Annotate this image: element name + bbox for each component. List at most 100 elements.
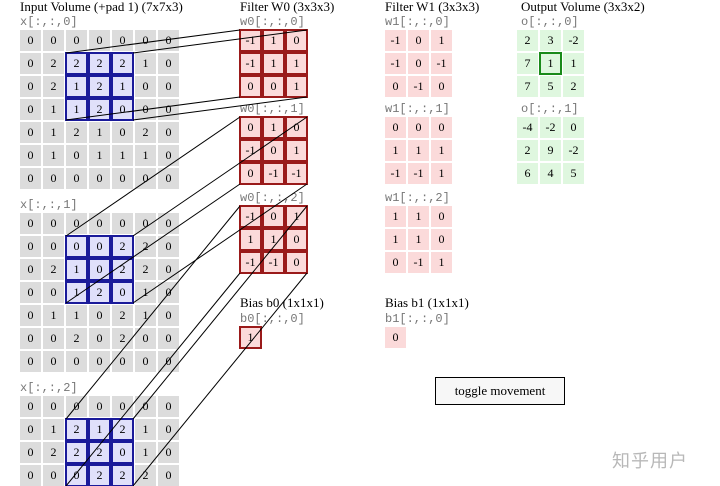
input-cell: 1 (135, 145, 156, 166)
input-cell: 0 (112, 442, 133, 463)
input-cell: 0 (158, 122, 179, 143)
w0-cell: 1 (263, 117, 284, 138)
input-cell: 0 (20, 419, 41, 440)
output-cell: 5 (563, 163, 584, 184)
w1-cell: 1 (431, 30, 452, 51)
w0-cell: 0 (263, 140, 284, 161)
output-cell: 0 (563, 117, 584, 138)
w1-cell: -1 (408, 252, 429, 273)
w0-cell: -1 (286, 163, 307, 184)
input-cell: 0 (89, 168, 110, 189)
input-cell: 0 (112, 396, 133, 417)
input-cell: 1 (112, 76, 133, 97)
output-cell: 2 (517, 140, 538, 161)
w0-cell: 0 (286, 30, 307, 51)
input-cell: 1 (66, 99, 87, 120)
output-cell: 1 (540, 53, 561, 74)
w1-cell: 0 (385, 76, 406, 97)
input-cell: 1 (43, 122, 64, 143)
input-cell: 0 (66, 465, 87, 486)
input-cell: 1 (112, 145, 133, 166)
w0-cell: 1 (286, 76, 307, 97)
output-slice-label-1: o[:,:,1] (521, 102, 579, 116)
output-slice-label-0: o[:,:,0] (521, 15, 579, 29)
input-cell: 0 (20, 30, 41, 51)
output-cell: 1 (563, 53, 584, 74)
input-cell: 2 (66, 328, 87, 349)
input-cell: 1 (135, 442, 156, 463)
input-cell: 0 (43, 396, 64, 417)
input-cell: 0 (43, 328, 64, 349)
input-cell: 2 (112, 465, 133, 486)
output-cell: 2 (563, 76, 584, 97)
input-cell: 0 (135, 328, 156, 349)
input-cell: 0 (158, 30, 179, 51)
w0-cell: 1 (263, 53, 284, 74)
input-cell: 0 (20, 99, 41, 120)
input-cell: 0 (158, 213, 179, 234)
input-cell: 2 (89, 282, 110, 303)
input-cell: 0 (89, 305, 110, 326)
input-cell: 2 (135, 465, 156, 486)
output-cell: -4 (517, 117, 538, 138)
input-cell: 0 (20, 305, 41, 326)
w0-cell: 1 (286, 206, 307, 227)
input-cell: 2 (112, 236, 133, 257)
input-cell: 0 (66, 236, 87, 257)
output-cell: -2 (540, 117, 561, 138)
filter-w1-title: Filter W1 (3x3x3) (385, 0, 480, 14)
input-cell: 0 (89, 236, 110, 257)
input-cell: 0 (158, 328, 179, 349)
w1-cell: 1 (408, 229, 429, 250)
input-cell: 1 (135, 305, 156, 326)
w0-cell: -1 (240, 140, 261, 161)
input-cell: 0 (20, 236, 41, 257)
w0-cell: 0 (286, 117, 307, 138)
input-cell: 2 (66, 53, 87, 74)
w0-cell: 0 (263, 76, 284, 97)
w0-cell: -1 (263, 252, 284, 273)
input-cell: 2 (66, 442, 87, 463)
input-cell: 0 (158, 168, 179, 189)
input-cell: 0 (20, 168, 41, 189)
w0-cell: 0 (286, 252, 307, 273)
w0-cell: -1 (240, 252, 261, 273)
input-cell: 0 (158, 305, 179, 326)
input-cell: 2 (43, 442, 64, 463)
input-cell: 0 (66, 145, 87, 166)
b0-label: b0[:,:,0] (240, 312, 305, 326)
input-cell: 0 (158, 465, 179, 486)
w0-cell: 0 (240, 163, 261, 184)
input-cell: 0 (112, 168, 133, 189)
output-cell: 9 (540, 140, 561, 161)
output-cell: -2 (563, 30, 584, 51)
input-cell: 1 (66, 76, 87, 97)
input-cell: 1 (135, 282, 156, 303)
input-cell: 2 (112, 419, 133, 440)
input-cell: 2 (89, 99, 110, 120)
input-cell: 0 (20, 465, 41, 486)
input-slice-label-1: x[:,:,1] (20, 198, 78, 212)
w0-cell: 0 (286, 229, 307, 250)
input-cell: 0 (20, 282, 41, 303)
w1-cell: 1 (385, 229, 406, 250)
input-cell: 0 (89, 396, 110, 417)
input-cell: 0 (112, 213, 133, 234)
input-cell: 0 (158, 145, 179, 166)
w1-cell: 0 (408, 53, 429, 74)
w1-cell: 1 (431, 140, 452, 161)
b1-label: b1[:,:,0] (385, 312, 450, 326)
b1-cell: 0 (385, 327, 406, 348)
input-cell: 1 (66, 259, 87, 280)
output-cell: 2 (517, 30, 538, 51)
toggle-movement-button[interactable]: toggle movement (435, 377, 565, 405)
input-cell: 0 (43, 465, 64, 486)
output-cell: 7 (517, 76, 538, 97)
filter-w0-title: Filter W0 (3x3x3) (240, 0, 335, 14)
w1-cell: 0 (408, 117, 429, 138)
input-cell: 0 (158, 442, 179, 463)
input-cell: 0 (89, 328, 110, 349)
input-cell: 0 (20, 396, 41, 417)
input-cell: 0 (158, 259, 179, 280)
input-cell: 0 (158, 76, 179, 97)
